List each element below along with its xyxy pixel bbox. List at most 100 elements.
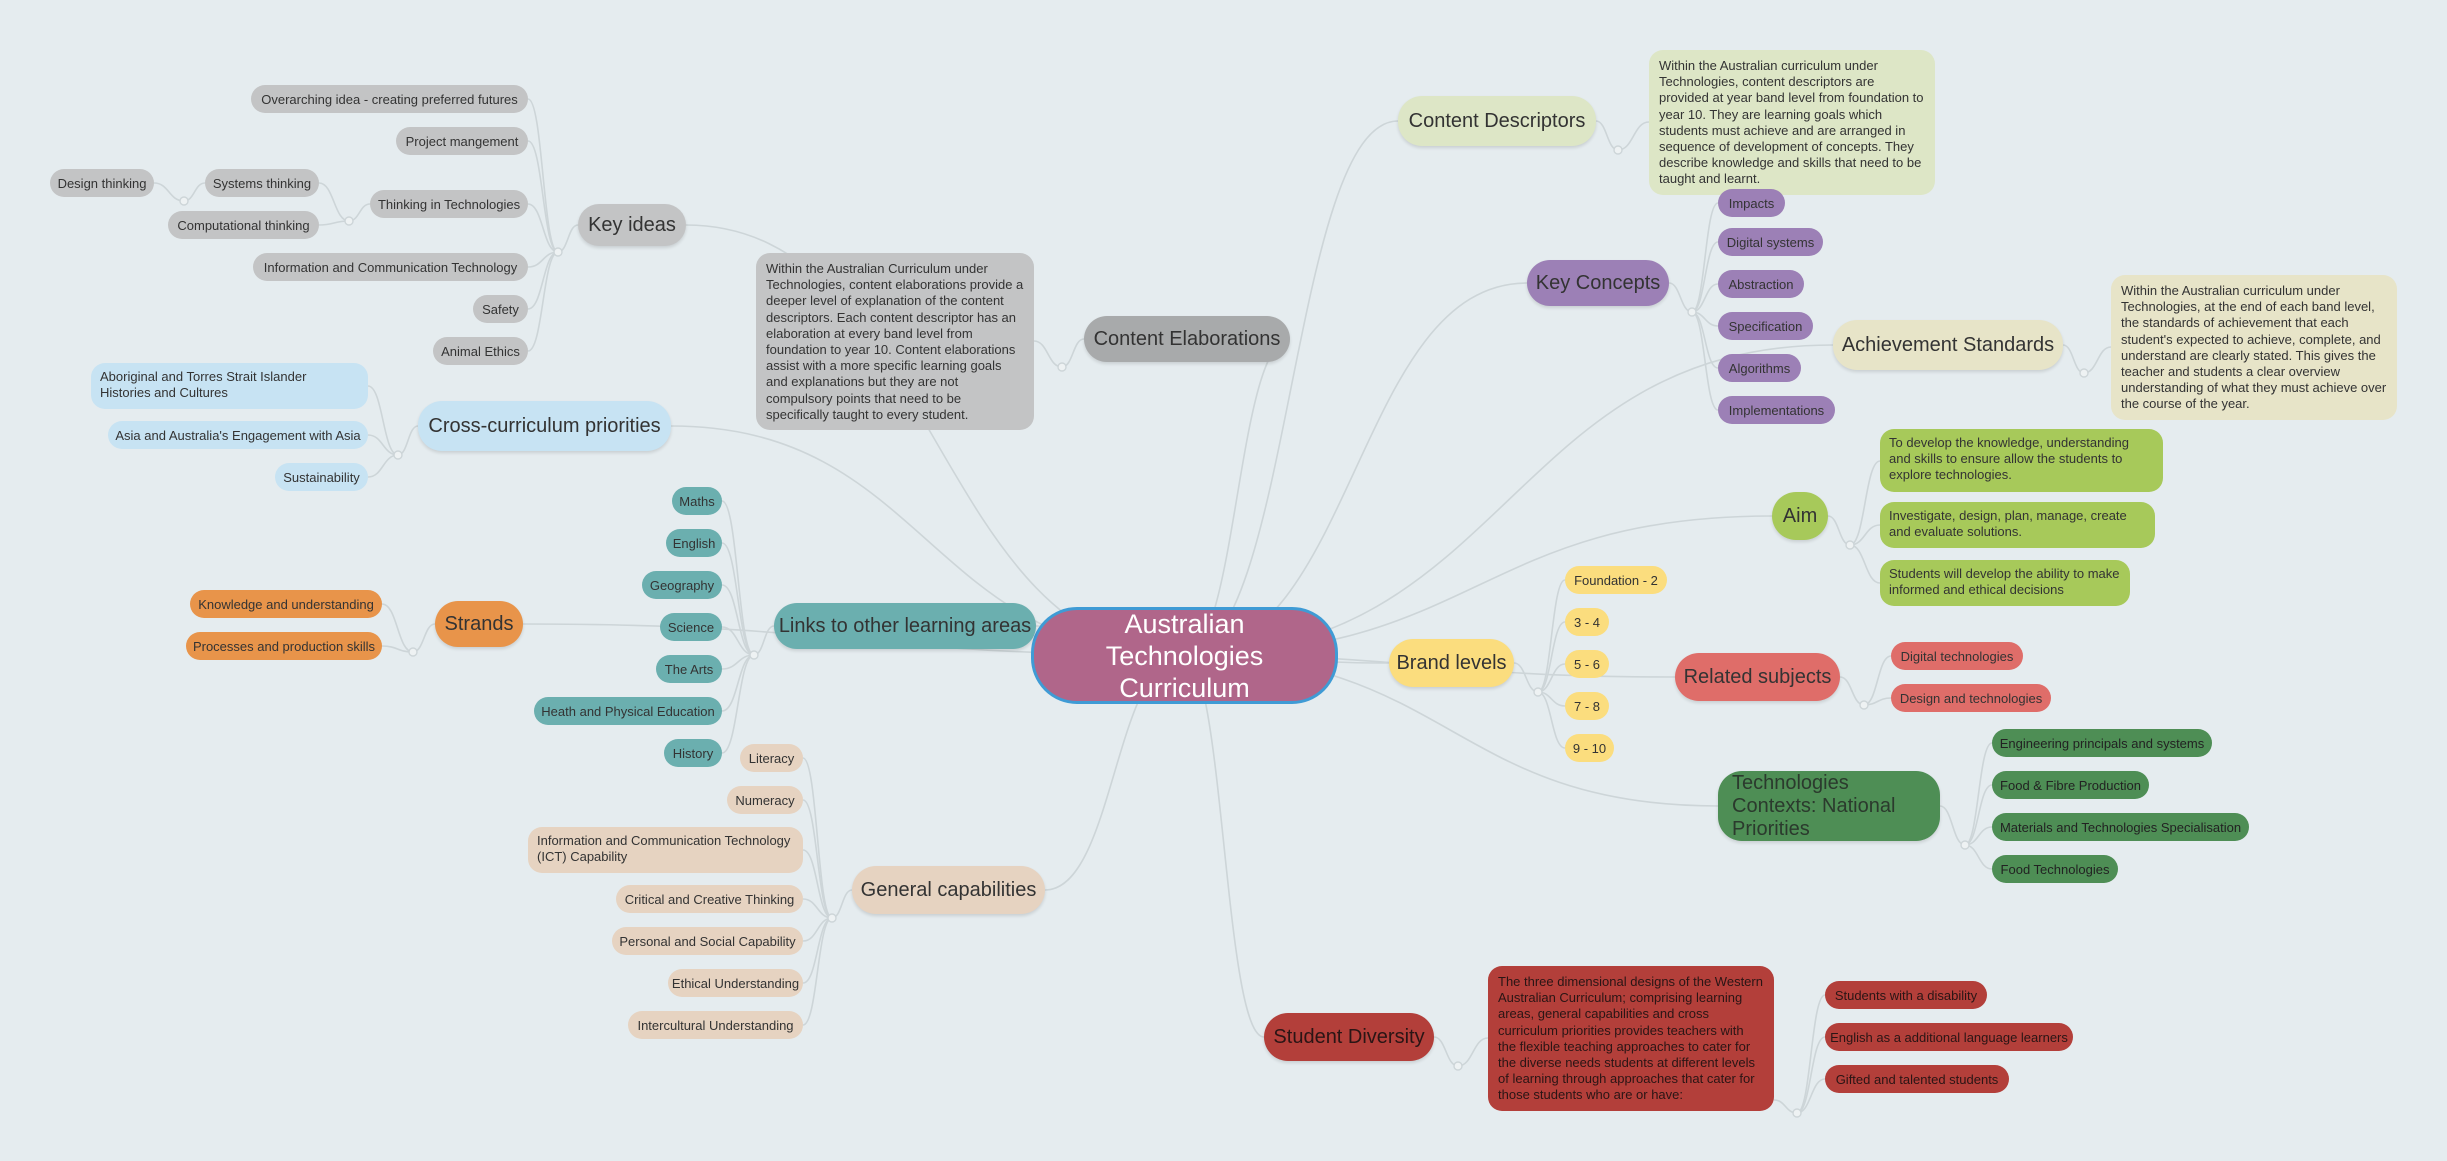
learning-area-item[interactable]: Science — [660, 613, 722, 641]
learning-area-item[interactable]: Maths — [672, 487, 722, 515]
key-idea-item[interactable]: Thinking in Technologies — [370, 190, 528, 218]
achievement-standards-note: Within the Australian curriculum under T… — [2111, 275, 2397, 420]
student-diversity-item[interactable]: English as a additional language learner… — [1825, 1023, 2073, 1051]
aim-item[interactable]: To develop the knowledge, understanding … — [1880, 429, 2163, 492]
key-ideas-node[interactable]: Key ideas — [578, 204, 686, 246]
strand-item[interactable]: Processes and production skills — [186, 632, 382, 660]
key-idea-item[interactable]: Overarching idea - creating preferred fu… — [251, 85, 528, 113]
key-idea-item[interactable]: Information and Communication Technology — [253, 253, 528, 281]
key-idea-item[interactable]: Project mangement — [396, 127, 528, 155]
branch-hub — [1057, 362, 1067, 372]
connector-line — [381, 603, 414, 653]
branch-hub — [1859, 700, 1869, 710]
key-concept-item[interactable]: Specification — [1718, 312, 1813, 340]
content-elaborations-node[interactable]: Content Elaborations — [1084, 316, 1290, 362]
connector-line — [1849, 544, 1881, 584]
key-concept-item[interactable]: Digital systems — [1718, 228, 1823, 256]
cross-curriculum-item[interactable]: Aboriginal and Torres Strait Islander Hi… — [91, 363, 368, 409]
connector-line — [1827, 515, 1851, 546]
thinking-child-item[interactable]: Computational thinking — [168, 211, 319, 239]
capability-item[interactable]: Personal and Social Capability — [612, 927, 803, 955]
key-idea-item[interactable]: Animal Ethics — [433, 337, 528, 365]
capability-item[interactable]: Information and Communication Technology… — [528, 827, 803, 873]
branch-hub — [553, 247, 563, 257]
learning-area-item[interactable]: History — [664, 739, 722, 767]
related-subject-item[interactable]: Design and technologies — [1891, 684, 2051, 712]
connector-line — [1537, 579, 1566, 693]
connector-line — [721, 542, 755, 656]
capability-item[interactable]: Critical and Creative Thinking — [616, 885, 803, 913]
strands-node[interactable]: Strands — [435, 601, 523, 647]
general-capabilities-node[interactable]: General capabilities — [852, 866, 1045, 914]
student-diversity-item[interactable]: Students with a disability — [1825, 981, 1987, 1009]
brand-level-item[interactable]: Foundation - 2 — [1565, 566, 1667, 594]
strand-item[interactable]: Knowledge and understanding — [190, 590, 382, 618]
cross-curriculum-item[interactable]: Asia and Australia's Engagement with Asi… — [108, 421, 368, 449]
brand-level-item[interactable]: 7 - 8 — [1565, 692, 1609, 720]
learning-area-item[interactable]: The Arts — [656, 655, 722, 683]
cross-curriculum-node[interactable]: Cross-curriculum priorities — [418, 401, 671, 451]
student-diversity-item[interactable]: Gifted and talented students — [1825, 1065, 2009, 1093]
connector-line — [802, 917, 833, 1026]
connector-line — [1457, 1037, 1489, 1067]
capability-item[interactable]: Ethical Understanding — [668, 969, 803, 997]
connector-line — [802, 757, 833, 919]
branch-hub — [1613, 145, 1623, 155]
connector-line — [1433, 1036, 1459, 1067]
key-idea-item[interactable]: Safety — [473, 295, 528, 323]
connector-line — [1617, 121, 1650, 151]
connector-line — [527, 140, 559, 253]
capability-item[interactable]: Literacy — [740, 744, 803, 772]
student-diversity-node[interactable]: Student Diversity — [1264, 1013, 1434, 1061]
connector-line — [753, 625, 775, 656]
branch-hub — [179, 196, 189, 206]
aim-item[interactable]: Students will develop the ability to mak… — [1880, 560, 2130, 606]
connector-line — [1964, 844, 1993, 870]
capability-item[interactable]: Intercultural Understanding — [628, 1011, 803, 1039]
key-concept-item[interactable]: Algorithms — [1718, 354, 1801, 382]
key-concept-item[interactable]: Impacts — [1718, 189, 1785, 217]
key-concept-item[interactable]: Implementations — [1718, 396, 1835, 424]
brand-levels-node[interactable]: Brand levels — [1389, 639, 1514, 687]
capability-item[interactable]: Numeracy — [727, 786, 803, 814]
learning-area-item[interactable]: Geography — [642, 571, 722, 599]
connector-line — [527, 98, 559, 253]
aim-node[interactable]: Aim — [1772, 492, 1828, 540]
connector-line — [1595, 120, 1619, 151]
thinking-child-item[interactable]: Systems thinking — [205, 169, 319, 197]
root-node[interactable]: Australian Technologies Curriculum — [1031, 607, 1338, 704]
tech-context-item[interactable]: Engineering principals and systems — [1992, 729, 2212, 757]
technologies-contexts-node[interactable]: Technologies Contexts: National Prioriti… — [1718, 771, 1940, 841]
branch-hub — [1845, 540, 1855, 550]
brand-level-item[interactable]: 3 - 4 — [1565, 608, 1609, 636]
design-thinking-item[interactable]: Design thinking — [50, 169, 154, 197]
learning-area-item[interactable]: Heath and Physical Education — [534, 697, 722, 725]
content-descriptors-node[interactable]: Content Descriptors — [1398, 96, 1596, 146]
connector-line — [153, 182, 185, 202]
achievement-standards-node[interactable]: Achievement Standards — [1833, 320, 2063, 370]
related-subjects-node[interactable]: Related subjects — [1675, 653, 1840, 701]
key-concept-item[interactable]: Abstraction — [1718, 270, 1804, 298]
brand-level-item[interactable]: 9 - 10 — [1565, 734, 1614, 762]
connector-line — [721, 500, 755, 656]
connector-line — [527, 251, 559, 352]
tech-context-item[interactable]: Food & Fibre Production — [1992, 771, 2149, 799]
brand-level-item[interactable]: 5 - 6 — [1565, 650, 1609, 678]
connector-line — [802, 799, 833, 919]
branch-hub — [1533, 687, 1543, 697]
connector-line — [1691, 202, 1719, 313]
tech-context-item[interactable]: Food Technologies — [1992, 855, 2118, 883]
cross-curriculum-item[interactable]: Sustainability — [275, 463, 368, 491]
aim-item[interactable]: Investigate, design, plan, manage, creat… — [1880, 502, 2155, 548]
connector-line — [557, 224, 579, 253]
branch-hub — [827, 913, 837, 923]
connector-line — [2083, 346, 2112, 374]
related-subject-item[interactable]: Digital technologies — [1891, 642, 2023, 670]
links-learning-areas-node[interactable]: Links to other learning areas — [774, 603, 1036, 649]
learning-area-item[interactable]: English — [666, 529, 722, 557]
key-concepts-node[interactable]: Key Concepts — [1527, 260, 1669, 306]
connector-line — [721, 584, 755, 656]
tech-context-item[interactable]: Materials and Technologies Specialisatio… — [1992, 813, 2249, 841]
connector-line — [1964, 742, 1993, 846]
